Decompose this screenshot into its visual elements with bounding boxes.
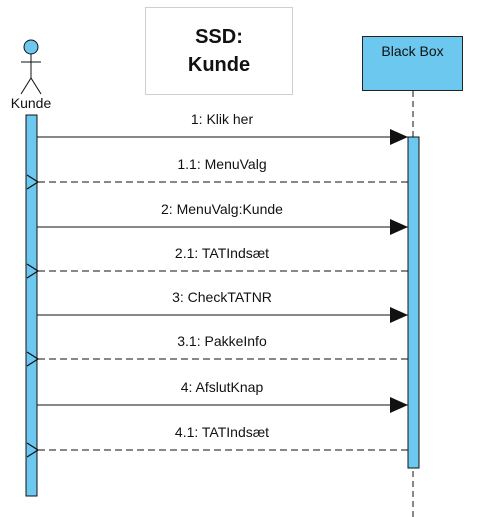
messages-group: 1: Klik her 1.1: MenuValg 2: MenuValg:Kund… xyxy=(37,111,408,450)
message-label: 1.1: MenuValg xyxy=(177,156,266,172)
diagram-title-line1: SSD: xyxy=(195,26,243,48)
black-box-activation-bar xyxy=(407,136,420,469)
actor-icon xyxy=(20,39,42,95)
message-label: 2.1: TATIndsæt xyxy=(175,245,269,261)
black-box-lifeline-head: Black Box xyxy=(362,36,463,91)
message-label: 1: Klik her xyxy=(191,111,254,127)
message-label: 3.1: PakkeInfo xyxy=(177,333,267,349)
message-label: 3: CheckTATNR xyxy=(172,289,272,305)
actor-activation-bar xyxy=(25,114,38,497)
message-label: 4: AfslutKnap xyxy=(181,379,264,395)
diagram-title-line2: Kunde xyxy=(187,54,251,76)
message-label: 2: MenuValg:Kunde xyxy=(161,201,283,217)
diagram-title-box: SSD: Kunde xyxy=(145,7,293,95)
message-label: 4.1: TATIndsæt xyxy=(175,424,269,440)
actor-label: Kunde xyxy=(10,95,52,111)
